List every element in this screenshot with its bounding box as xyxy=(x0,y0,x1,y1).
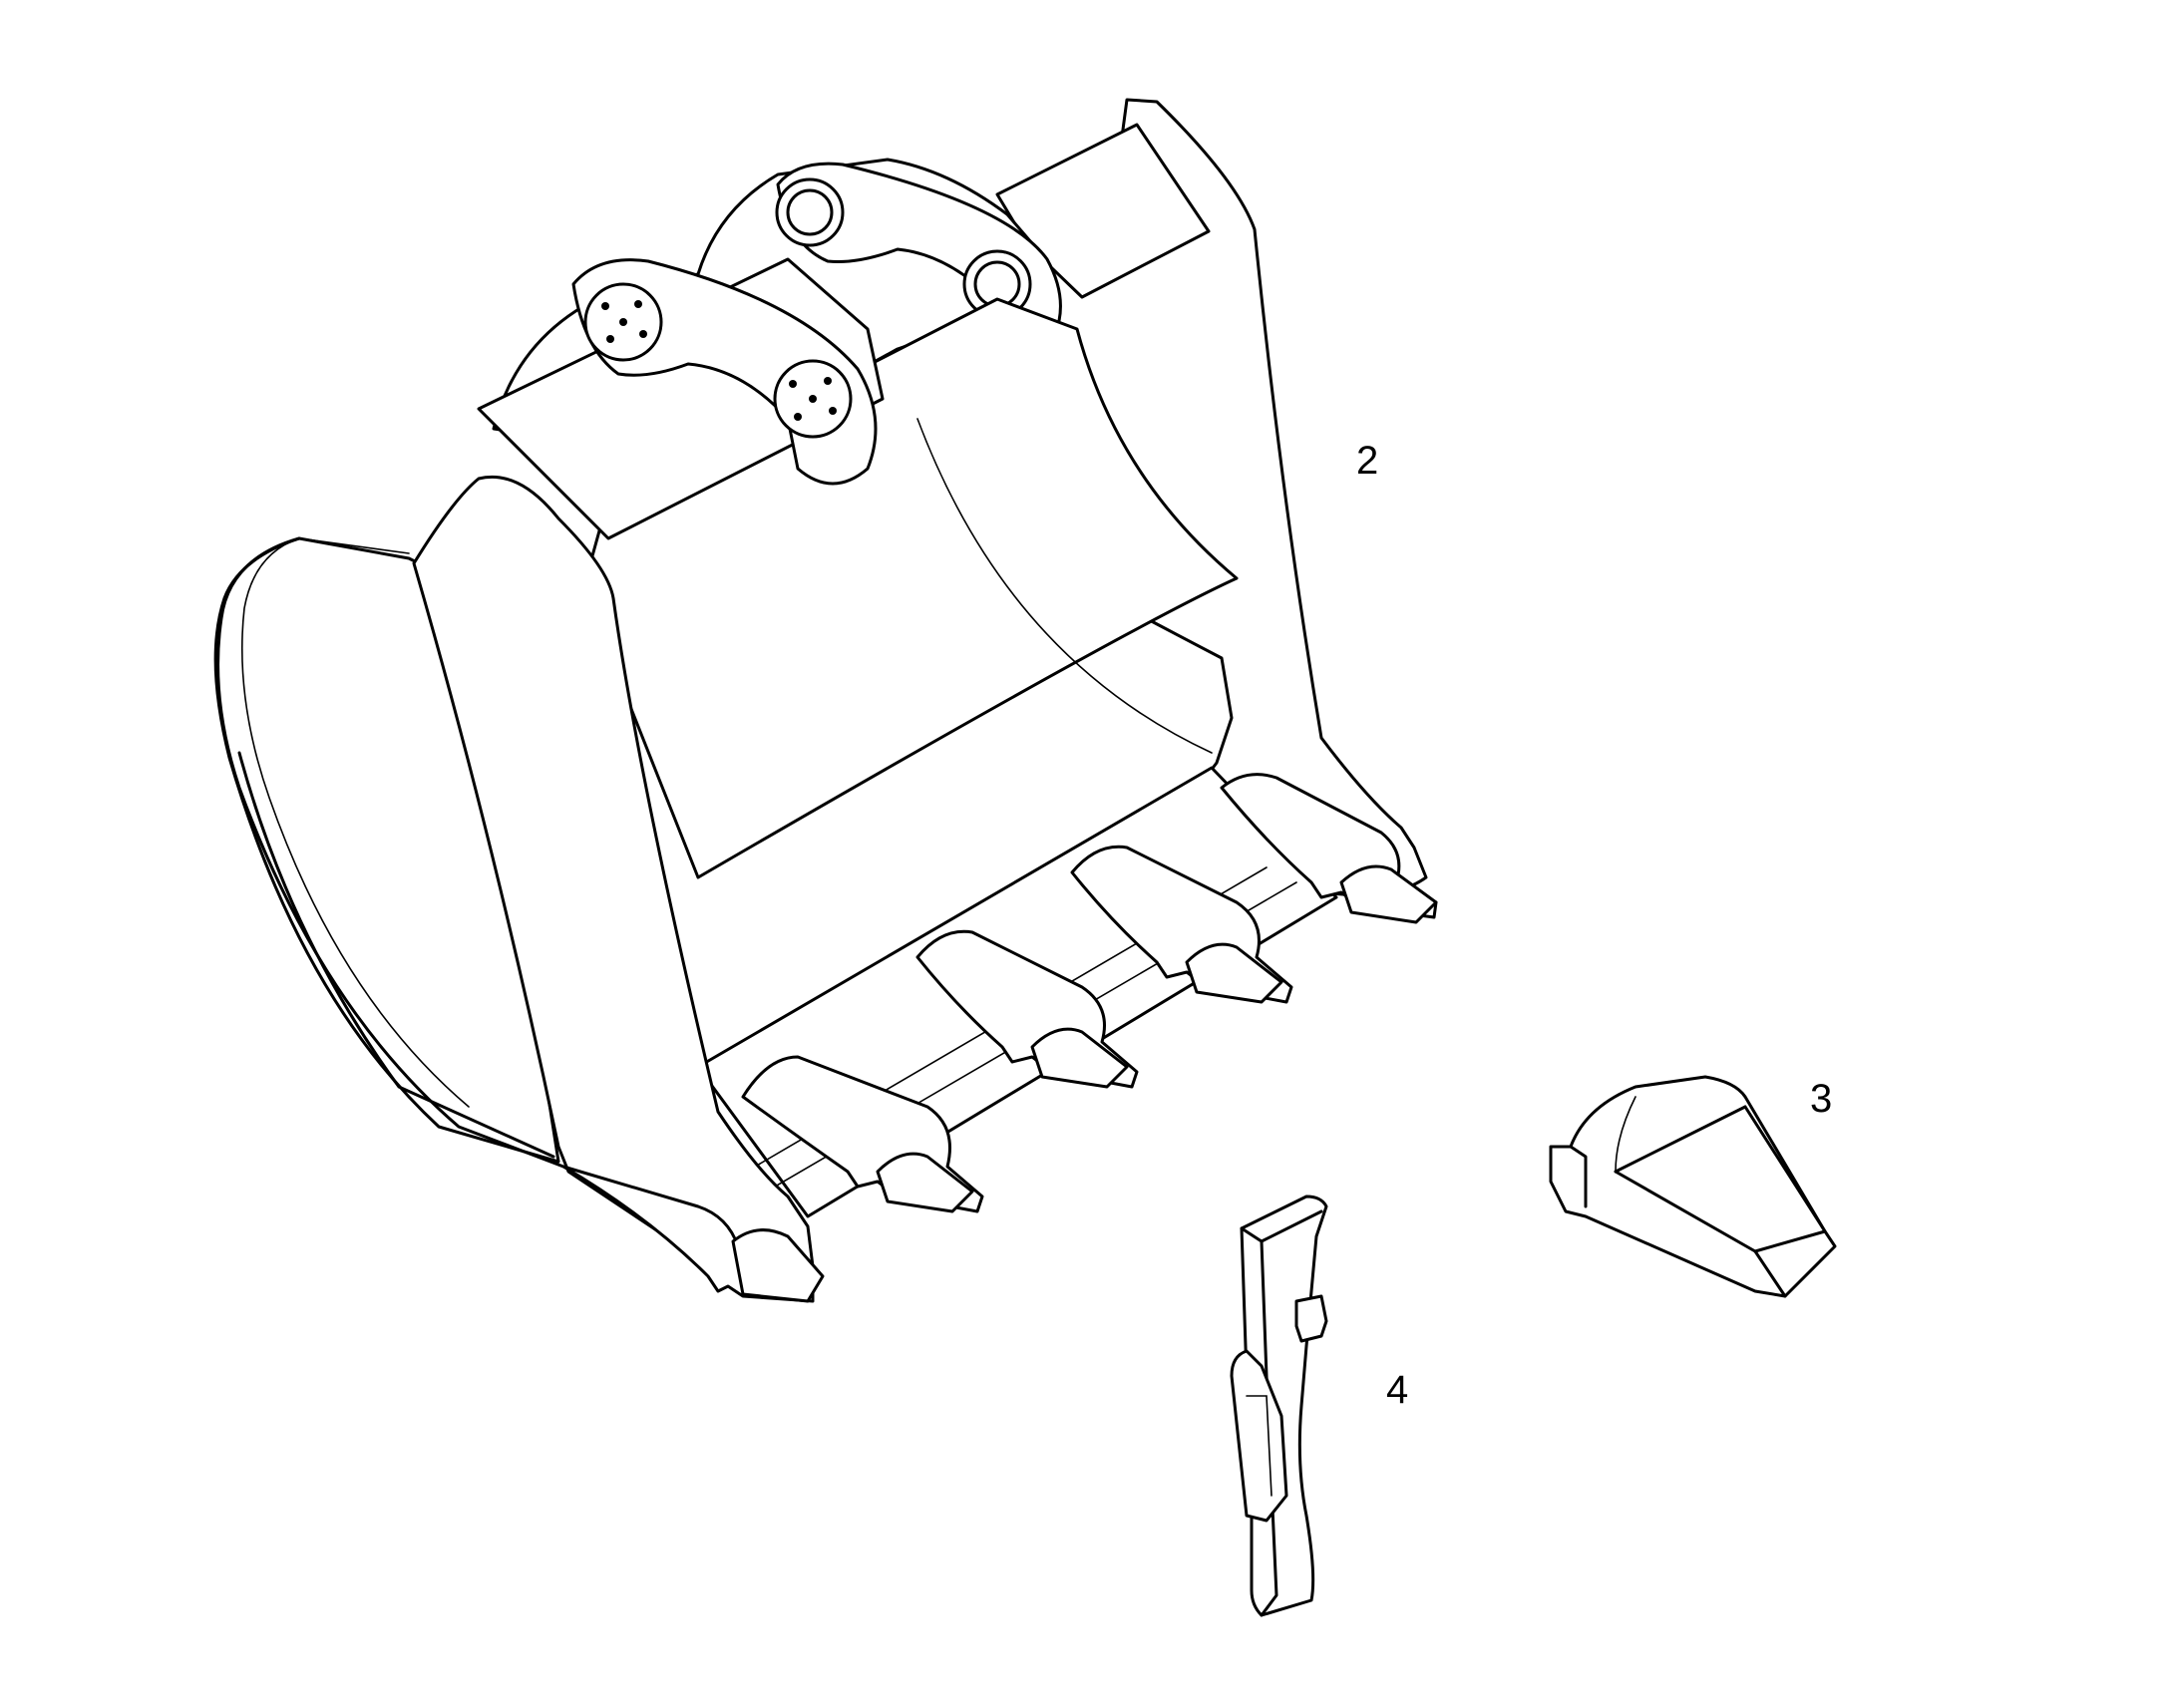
bolt-dot xyxy=(606,335,614,343)
bucket-wear-strip xyxy=(237,751,555,1159)
bolt-dot xyxy=(824,377,832,385)
tooth-adapter-detail xyxy=(1230,1195,1328,1617)
tooth-body xyxy=(1549,1075,1837,1298)
bolt-dot xyxy=(794,413,802,421)
adapter-lock-lower xyxy=(1230,1349,1288,1523)
rear-pin-boss-upper-inner xyxy=(786,188,834,236)
bucket-outer-curve xyxy=(216,536,565,1169)
tooth-edge-5 xyxy=(1615,1096,1636,1173)
bolt-dot xyxy=(619,318,627,326)
callout-adapter: 4 xyxy=(1386,1368,1409,1412)
bucket-tooth-1 xyxy=(741,1055,984,1213)
tooth-edge-1 xyxy=(1569,1145,1588,1208)
callout-bucket: 2 xyxy=(1356,439,1379,483)
tooth-edge-2 xyxy=(1614,1105,1747,1174)
bucket-tooth-corner xyxy=(561,1165,825,1303)
bucket-tooth-detail xyxy=(1549,1075,1837,1298)
bucket-outer-curve-inner xyxy=(240,537,470,1108)
bolt-dot xyxy=(601,302,609,310)
adapter-lock-upper xyxy=(1294,1294,1328,1343)
bolt-dot xyxy=(809,395,817,403)
adapter-lock-detail xyxy=(1246,1395,1272,1497)
bucket-tooth-4 xyxy=(1220,773,1438,924)
bucket-tooth-3 xyxy=(1070,845,1293,1004)
bucket-inner-arc xyxy=(916,418,1213,754)
bucket-tooth-2 xyxy=(915,929,1139,1089)
bolt-dot xyxy=(829,407,837,415)
callout-tooth: 3 xyxy=(1810,1077,1833,1121)
bolt-dot xyxy=(639,330,647,338)
bolt-dot xyxy=(634,300,642,308)
bolt-dot xyxy=(789,380,797,388)
bucket-assembly xyxy=(213,98,1438,1303)
bucket-front-side-panel xyxy=(412,475,815,1288)
tooth-edge-4 xyxy=(1743,1105,1827,1253)
